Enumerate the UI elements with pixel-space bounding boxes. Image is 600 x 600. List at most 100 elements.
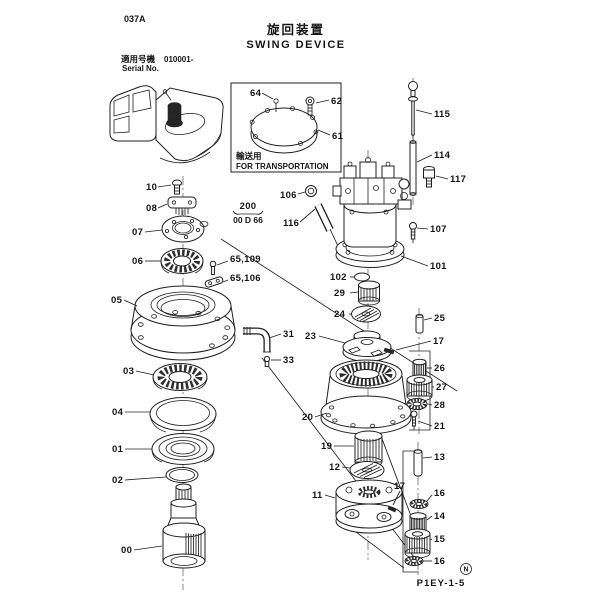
callout-33: 33 (283, 355, 294, 366)
transport-note-en: FOR TRANSPORTATION (236, 162, 329, 171)
part-05-housing (130, 285, 236, 361)
callout-00: 00 (121, 545, 132, 556)
part-15-planet-gear (404, 528, 431, 559)
part-33-plug (263, 355, 271, 367)
callout-117: 117 (450, 174, 466, 185)
callout-65-106: 65,106 (230, 273, 261, 284)
callout-102: 102 (330, 272, 347, 283)
part-08-teeth (175, 208, 189, 215)
callout-115: 115 (434, 109, 451, 120)
callout-16b: 16 (434, 556, 445, 567)
stamp-circle (460, 563, 472, 575)
callout-62: 62 (331, 96, 342, 107)
callout-116: 116 (283, 218, 299, 229)
callout-29: 29 (334, 288, 345, 299)
callout-26: 26 (434, 363, 445, 374)
callout-114: 114 (434, 150, 451, 161)
part-19-coupling (354, 430, 383, 468)
callout-14: 14 (434, 511, 446, 522)
part-20-ring-gear-housing (320, 359, 412, 435)
part-29-coupling (358, 280, 380, 306)
excavator-sketch (109, 85, 224, 164)
stamp-letter: N (463, 567, 468, 574)
part-27-planet-gear (406, 374, 433, 402)
part-24-disc (351, 305, 381, 323)
part-23-carrier (342, 330, 392, 362)
transport-bolt-62 (305, 96, 315, 116)
callout-07: 07 (132, 227, 143, 238)
callout-64: 64 (250, 88, 262, 99)
part-01-ring (151, 433, 215, 465)
callout-27: 27 (436, 382, 447, 393)
callout-01: 01 (112, 444, 124, 455)
part-04-seal-ring (149, 397, 217, 433)
group-note: 200 00 D 66 (232, 201, 264, 225)
callout-21: 21 (434, 421, 446, 432)
part-13-pin (413, 449, 423, 477)
part-25-pin (415, 313, 424, 334)
part-11-carrier (335, 479, 403, 534)
callout-23: 23 (305, 331, 316, 342)
part-21-bolt (410, 410, 418, 430)
part-107-bolt (409, 222, 417, 243)
part-00-shaft (162, 483, 206, 569)
callout-25: 25 (434, 313, 446, 324)
drawing-code: P1EY-1-5 (417, 578, 466, 589)
callout-28: 28 (434, 400, 445, 411)
callout-05: 05 (111, 295, 123, 306)
callout-15: 15 (434, 534, 446, 545)
callout-19: 19 (321, 441, 332, 452)
part-17a-key (383, 347, 395, 355)
part-17b-key (387, 505, 397, 513)
part-03-bearing (152, 363, 208, 391)
callout-06: 06 (132, 256, 143, 267)
part-102-oring (354, 272, 370, 282)
part-65-109-bolt (209, 260, 217, 275)
part-65-106-bracket (204, 276, 224, 288)
group-number: 200 (240, 201, 257, 212)
group-code: 00 D 66 (233, 215, 263, 225)
callout-12: 12 (329, 462, 340, 473)
page-code: 037A (124, 14, 146, 24)
callout-24: 24 (334, 309, 346, 320)
part-07-flange (161, 215, 209, 243)
callout-101: 101 (430, 261, 447, 272)
part-31-elbow (243, 327, 271, 353)
serial-label-en: Serial No. (122, 64, 159, 73)
callout-11: 11 (312, 490, 323, 501)
transportation-box: 64 62 61 輸送用 FOR TRANSPORTATION (230, 82, 344, 173)
footer: N P1EY-1-5 (417, 563, 472, 589)
callout-65-109: 65,109 (230, 254, 261, 265)
page-title-ja: 旋回装置 (266, 22, 325, 37)
transport-note-ja: 輸送用 (236, 151, 262, 161)
transport-screw-64 (273, 98, 279, 112)
callout-107: 107 (430, 224, 447, 235)
callout-10: 10 (146, 182, 157, 193)
part-16a-ring-nut (409, 499, 429, 509)
callout-106: 106 (280, 190, 297, 201)
header: 037A 旋回装置 SWING DEVICE 適用号機 010001- Seri… (121, 14, 344, 73)
part-06-bearing (160, 248, 204, 274)
serial-label-ja: 適用号機 (121, 54, 156, 64)
part-20-bolt-holes (325, 405, 406, 428)
part-101-swing-motor (332, 157, 412, 268)
serial-value: 010001- (164, 55, 194, 64)
part-26-bushing (412, 358, 427, 378)
part-16b-ring-nut (404, 556, 424, 566)
callout-03: 03 (123, 366, 134, 377)
part-115-dipstick (408, 81, 418, 140)
cover-bolt-holes (249, 106, 319, 146)
callout-61: 61 (332, 131, 344, 142)
part-28-ring (406, 398, 428, 410)
part-12-disc (349, 461, 385, 479)
part-08-plate (167, 196, 197, 215)
callout-20: 20 (302, 412, 313, 423)
part-02-oring (165, 467, 199, 483)
callout-08: 08 (146, 203, 157, 214)
part-10-bolt (172, 179, 182, 195)
part-117-plug (423, 166, 435, 188)
callout-13: 13 (434, 452, 445, 463)
callout-16a: 16 (434, 488, 445, 499)
